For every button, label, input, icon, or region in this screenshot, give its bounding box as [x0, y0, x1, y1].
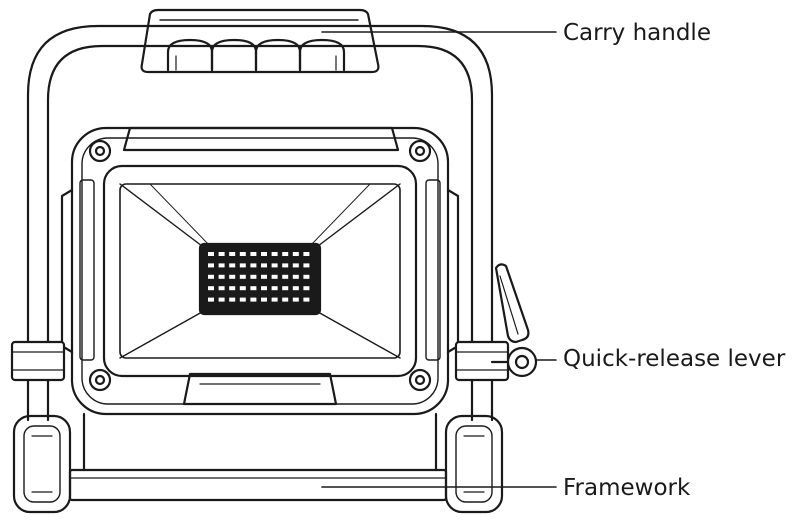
label-quick-release-lever: Quick-release lever	[563, 346, 786, 372]
led-chip	[229, 297, 236, 302]
led-module	[200, 244, 320, 314]
led-chip	[208, 274, 214, 279]
led-chip	[208, 252, 214, 256]
led-chip	[292, 274, 299, 279]
led-chip	[239, 297, 246, 302]
led-chip	[239, 274, 246, 279]
led-chip	[303, 252, 310, 256]
led-chip	[229, 286, 236, 291]
led-chip	[208, 286, 214, 291]
led-chip	[218, 252, 225, 256]
led-chip	[282, 274, 289, 279]
led-chip	[292, 286, 299, 291]
led-chip	[292, 252, 299, 256]
led-chip	[282, 286, 289, 291]
led-chip	[303, 263, 310, 268]
led-chip	[282, 297, 289, 302]
led-chip	[218, 286, 225, 291]
led-chip	[282, 263, 289, 268]
led-chip	[229, 274, 236, 279]
label-carry-handle: Carry handle	[563, 20, 711, 46]
led-chip	[271, 252, 278, 256]
label-framework: Framework	[563, 475, 691, 501]
framework-tube	[28, 26, 492, 420]
led-chip	[229, 252, 236, 256]
led-chip	[239, 286, 246, 291]
led-chip	[292, 263, 299, 268]
led-chip	[261, 286, 267, 291]
quick-release-lever	[492, 264, 536, 376]
led-chip	[250, 297, 257, 302]
led-chip	[229, 263, 236, 268]
led-chip	[282, 252, 289, 256]
led-chip	[271, 274, 278, 279]
led-chip	[261, 263, 267, 268]
led-chip	[261, 252, 267, 256]
led-chip	[250, 263, 257, 268]
lamp-housing	[62, 128, 458, 414]
led-chip	[250, 274, 257, 279]
led-chip	[261, 274, 267, 279]
feet	[14, 416, 502, 512]
led-chip	[208, 263, 214, 268]
led-chip	[292, 297, 299, 302]
led-chip	[250, 252, 257, 256]
carry-handle	[142, 10, 379, 72]
reflector	[104, 166, 416, 376]
callout-lines	[322, 32, 556, 487]
framework-crossbar	[70, 414, 446, 500]
corner-screws	[90, 141, 430, 390]
led-chip	[208, 297, 214, 302]
led-chip	[303, 286, 310, 291]
led-chip	[218, 297, 225, 302]
led-chip	[218, 263, 225, 268]
led-chip	[271, 286, 278, 291]
led-chip	[239, 252, 246, 256]
led-chip	[303, 297, 310, 302]
led-chip	[271, 297, 278, 302]
led-chip	[261, 297, 267, 302]
led-chip	[303, 274, 310, 279]
led-chip	[250, 286, 257, 291]
led-chip	[271, 263, 278, 268]
led-chip	[239, 263, 246, 268]
led-chip	[218, 274, 225, 279]
